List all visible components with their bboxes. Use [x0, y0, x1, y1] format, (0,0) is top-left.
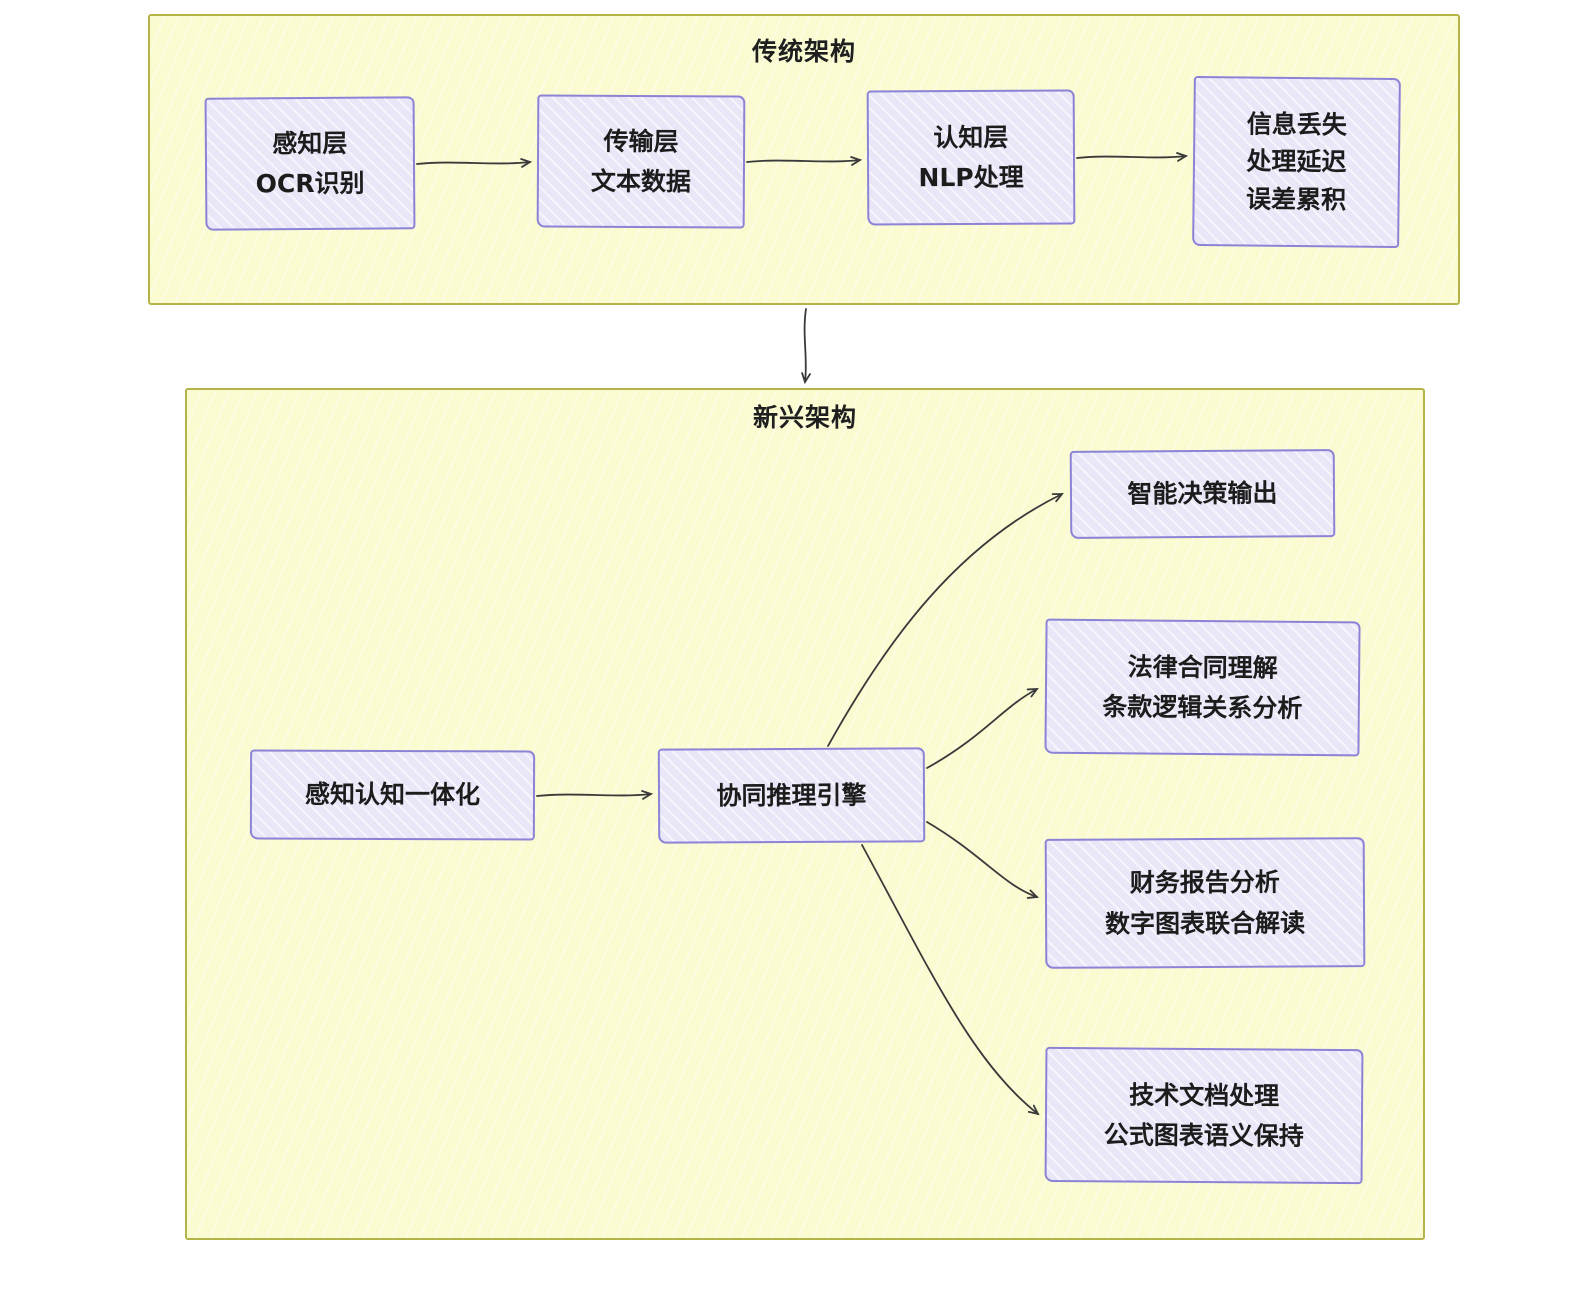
node-transport-layer: 传输层 文本数据	[536, 94, 746, 229]
node-label-line: 协同推理引擎	[716, 780, 867, 811]
emerging-architecture-title: 新兴架构	[752, 403, 857, 432]
node-financial-report-analysis: 财务报告分析 数字图表联合解读	[1044, 837, 1366, 969]
node-label-line: 法律合同理解	[1127, 652, 1278, 683]
node-cognition-layer: 认知层 NLP处理	[866, 89, 1076, 226]
node-label-line: NLP处理	[918, 162, 1024, 193]
node-label-line: 传输层	[603, 126, 679, 156]
node-label-line: 财务报告分析	[1129, 867, 1280, 898]
node-perception-cognition-integration: 感知认知一体化	[249, 749, 536, 841]
node-label-line: 认知层	[933, 122, 1009, 152]
node-legal-contract-understanding: 法律合同理解 条款逻辑关系分析	[1044, 618, 1361, 757]
node-label-line: 技术文档处理	[1129, 1080, 1280, 1111]
traditional-architecture-title: 传统架构	[751, 37, 856, 66]
node-label-line: 处理延迟	[1246, 146, 1347, 177]
node-perception-layer: 感知层 OCR识别	[204, 96, 416, 231]
node-intelligent-decision-output: 智能决策输出	[1069, 449, 1336, 539]
node-label-line: 感知层	[272, 128, 348, 159]
node-label-line: 公式图表语义保持	[1103, 1120, 1304, 1151]
node-collaborative-reasoning-engine: 协同推理引擎	[657, 747, 926, 844]
node-label-line: 条款逻辑关系分析	[1102, 692, 1303, 723]
arrow-traditional-to-emerging	[801, 308, 811, 385]
node-label-line: 文本数据	[590, 166, 691, 197]
node-label-line: 数字图表联合解读	[1105, 907, 1306, 939]
node-label-line: 信息丢失	[1246, 109, 1348, 140]
node-label-line: OCR识别	[255, 168, 365, 199]
node-label-line: 感知认知一体化	[304, 780, 481, 810]
node-technical-document-processing: 技术文档处理 公式图表语义保持	[1044, 1046, 1364, 1185]
node-label-line: 误差累积	[1245, 184, 1347, 215]
node-problems: 信息丢失 处理延迟 误差累积	[1192, 75, 1401, 249]
node-label-line: 智能决策输出	[1127, 478, 1278, 509]
